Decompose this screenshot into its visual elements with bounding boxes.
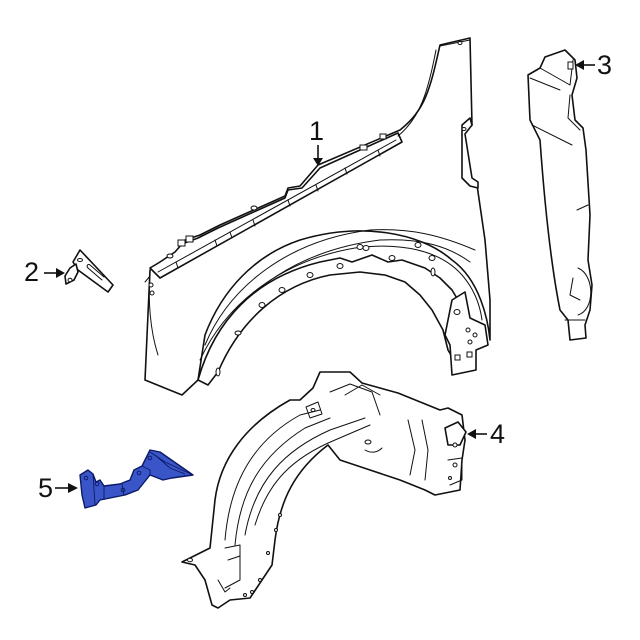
callout-1-arrow xyxy=(313,145,323,166)
callout-number-5[interactable]: 5 xyxy=(38,473,54,503)
callout-4-arrow xyxy=(467,429,487,439)
callout-number-2[interactable]: 2 xyxy=(24,257,40,287)
fender-insulator-part[interactable] xyxy=(527,49,593,341)
fender-part[interactable] xyxy=(144,37,491,396)
callout-2-arrow xyxy=(44,268,65,278)
callout-5-arrow xyxy=(55,483,78,493)
arch-holes xyxy=(215,242,436,377)
fender-bracket-part[interactable] xyxy=(64,249,114,293)
liner-bracket-part-highlighted[interactable] xyxy=(79,449,194,509)
callout-3-arrow xyxy=(575,60,595,70)
callout-number-1[interactable]: 1 xyxy=(309,116,325,146)
fender-liner-part[interactable] xyxy=(181,371,467,609)
callout-number-3[interactable]: 3 xyxy=(597,50,613,80)
flange-fasteners xyxy=(166,133,387,269)
callout-number-4[interactable]: 4 xyxy=(490,419,506,449)
